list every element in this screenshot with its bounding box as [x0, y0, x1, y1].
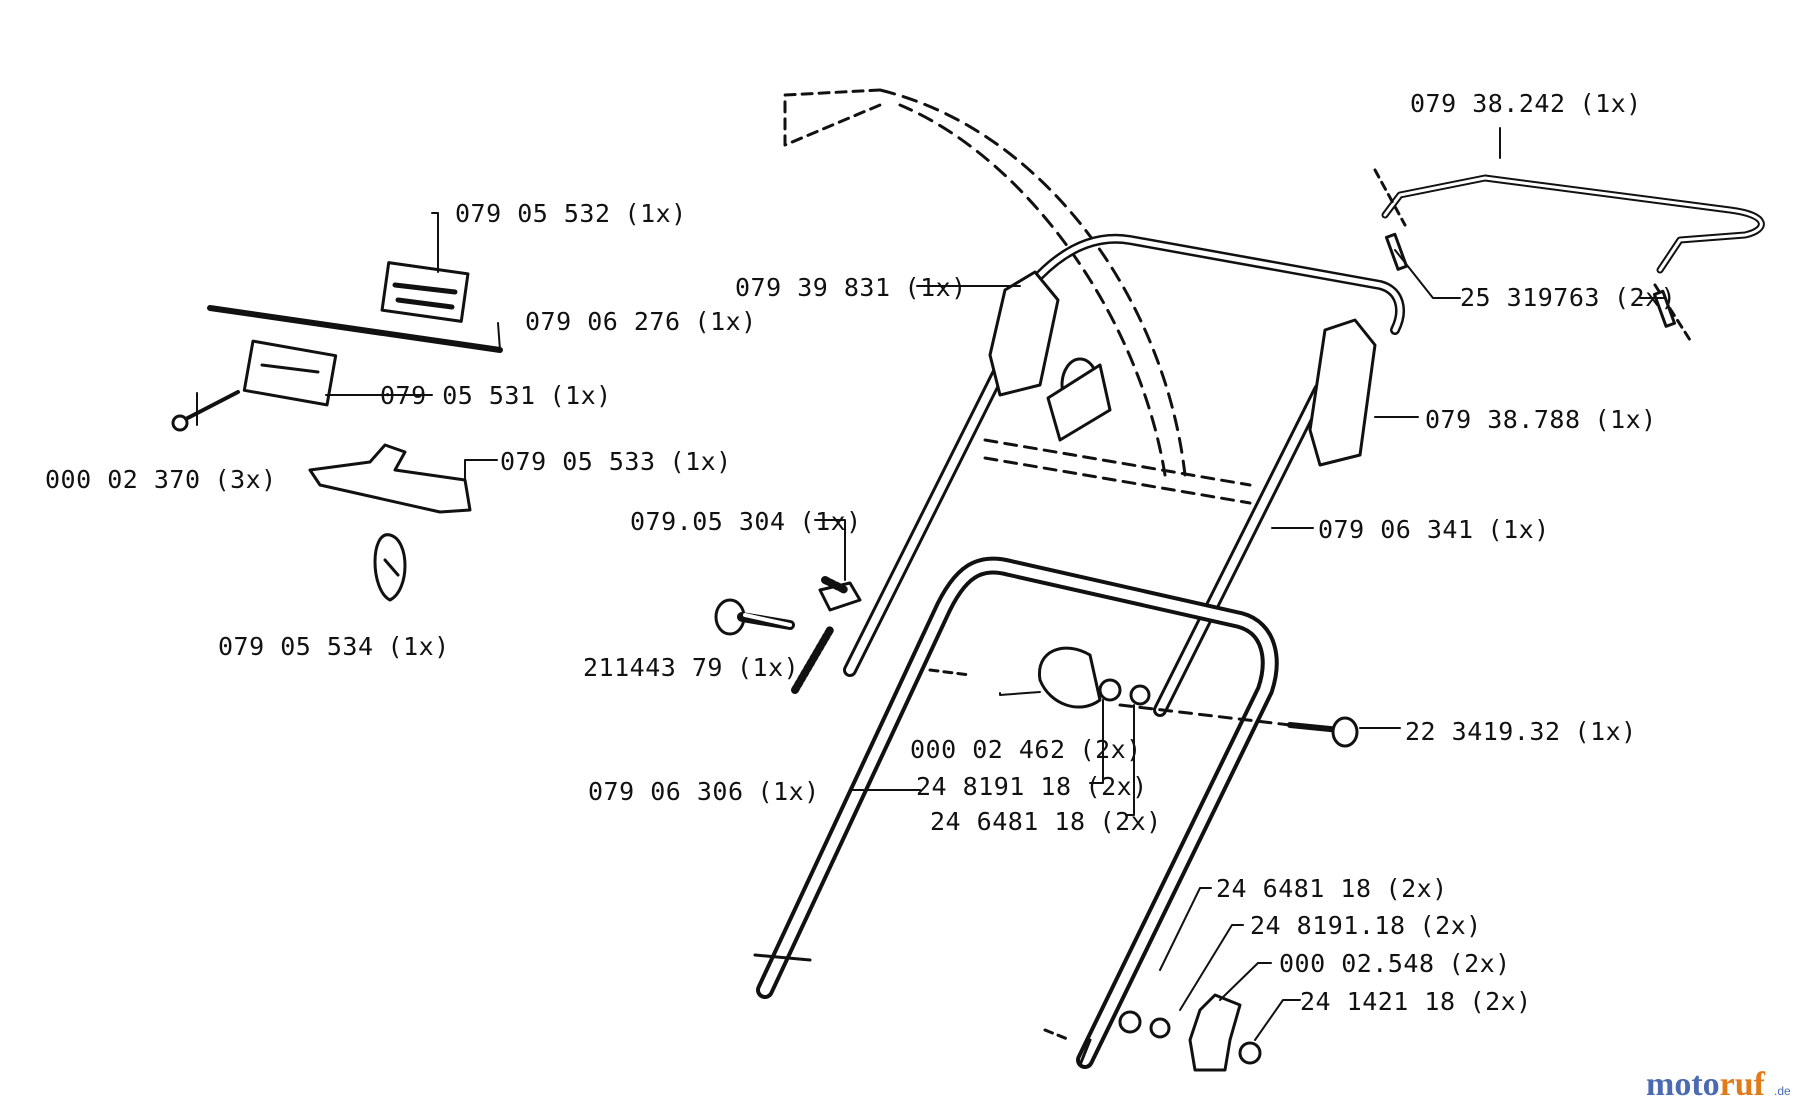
part-quantity: (1x) [695, 307, 757, 336]
part-label-p8: 079 38.242 (1x) [1410, 89, 1642, 118]
screw-small [178, 390, 240, 424]
leader-lines [196, 127, 1666, 1041]
part-quantity: (1x) [905, 273, 967, 302]
part-number: 079 06 341 [1318, 515, 1474, 544]
part-quantity: (1x) [800, 507, 862, 536]
part-number: 24 6481 18 [930, 807, 1086, 836]
part-number: 079 05 531 [380, 381, 536, 410]
part-label-p15: 24 8191 18 (2x) [916, 772, 1148, 801]
part-quantity: (1x) [1575, 717, 1637, 746]
part-label-p21: 000 02.548 (2x) [1279, 949, 1511, 978]
part-number: 24 8191.18 [1250, 911, 1406, 940]
part-number: 079 06 306 [588, 777, 744, 806]
part-label-p20: 24 8191.18 (2x) [1250, 911, 1482, 940]
part-number: 079 06 276 [525, 307, 681, 336]
part-label-p13: 211443 79 (1x) [583, 653, 799, 682]
part-quantity: (1x) [1595, 405, 1657, 434]
part-quantity: (2x) [1386, 874, 1448, 903]
part-label-p17: 22 3419.32 (1x) [1405, 717, 1637, 746]
part-label-p10: 079 38.788 (1x) [1425, 405, 1657, 434]
part-number: 24 6481 18 [1216, 874, 1372, 903]
part-labels: 079 05 532 (1x) 079 06 276 (1x) 079 05 531 (1… [45, 89, 1676, 1016]
part-quantity: (2x) [1470, 987, 1532, 1016]
cable-bracket [308, 443, 472, 514]
part-quantity: (2x) [1080, 735, 1142, 764]
part-label-p7: 079 39 831 (1x) [735, 273, 967, 302]
part-label-p3: 079 05 531 (1x) [380, 381, 612, 410]
cable-rod [207, 305, 503, 353]
part-number: 000 02 462 [910, 735, 1066, 764]
part-quantity: (1x) [737, 653, 799, 682]
part-quantity: (1x) [625, 199, 687, 228]
part-number: 25 319763 [1460, 283, 1600, 312]
part-label-p4: 000 02 370 (3x) [45, 465, 277, 494]
part-quantity: (1x) [1488, 515, 1550, 544]
part-quantity: (2x) [1086, 772, 1148, 801]
part-number: 211443 79 [583, 653, 723, 682]
part-quantity: (1x) [758, 777, 820, 806]
handle-assembly-drawing [171, 88, 1765, 1072]
part-label-p19: 24 6481 18 (2x) [1216, 874, 1448, 903]
part-quantity: (2x) [1449, 949, 1511, 978]
part-number: 000 02.548 [1279, 949, 1435, 978]
bolt-hardware [714, 576, 1359, 1072]
part-label-p2: 079 06 276 (1x) [525, 307, 757, 336]
part-number: 079 39 831 [735, 273, 891, 302]
part-number: 24 1421 18 [1300, 987, 1456, 1016]
cable-clip-bottom [242, 339, 338, 407]
part-number: 079 38.788 [1425, 405, 1581, 434]
bail-bar [1381, 174, 1765, 274]
part-label-p16: 24 6481 18 (2x) [930, 807, 1162, 836]
part-label-p12: 079.05 304 (1x) [630, 507, 862, 536]
part-quantity: (2x) [1614, 283, 1676, 312]
part-label-p9: 25 319763 (2x) [1460, 283, 1676, 312]
part-quantity: (2x) [1100, 807, 1162, 836]
part-label-p1: 079 05 532 (1x) [455, 199, 687, 228]
upper-handle [843, 233, 1405, 717]
part-number: 22 3419.32 [1405, 717, 1561, 746]
part-number: 079 05 534 [218, 632, 374, 661]
part-label-p18: 079 06 306 (1x) [588, 777, 820, 806]
lower-handle [753, 556, 1279, 1069]
part-label-p14: 000 02 462 (2x) [910, 735, 1142, 764]
part-quantity: (1x) [388, 632, 450, 661]
part-quantity: (3x) [215, 465, 277, 494]
clamp-right [1308, 318, 1377, 467]
part-number: 000 02 370 [45, 465, 201, 494]
part-number: 079 05 533 [500, 447, 656, 476]
clamp-left [988, 270, 1060, 397]
part-quantity: (1x) [550, 381, 612, 410]
part-label-p11: 079 06 341 (1x) [1318, 515, 1550, 544]
part-number: 079.05 304 [630, 507, 786, 536]
part-quantity: (2x) [1420, 911, 1482, 940]
watermark-tld: .de [1774, 1084, 1791, 1098]
watermark: motoruf .de [1646, 1066, 1791, 1103]
part-quantity: (1x) [670, 447, 732, 476]
part-label-p5: 079 05 533 (1x) [500, 447, 732, 476]
part-label-p22: 24 1421 18 (2x) [1300, 987, 1532, 1016]
part-number: 079 38.242 [1410, 89, 1566, 118]
part-quantity: (1x) [1580, 89, 1642, 118]
watermark-text: motoruf [1646, 1066, 1766, 1103]
part-label-p6: 079 05 534 (1x) [218, 632, 450, 661]
part-number: 24 8191 18 [916, 772, 1072, 801]
part-number: 079 05 532 [455, 199, 611, 228]
